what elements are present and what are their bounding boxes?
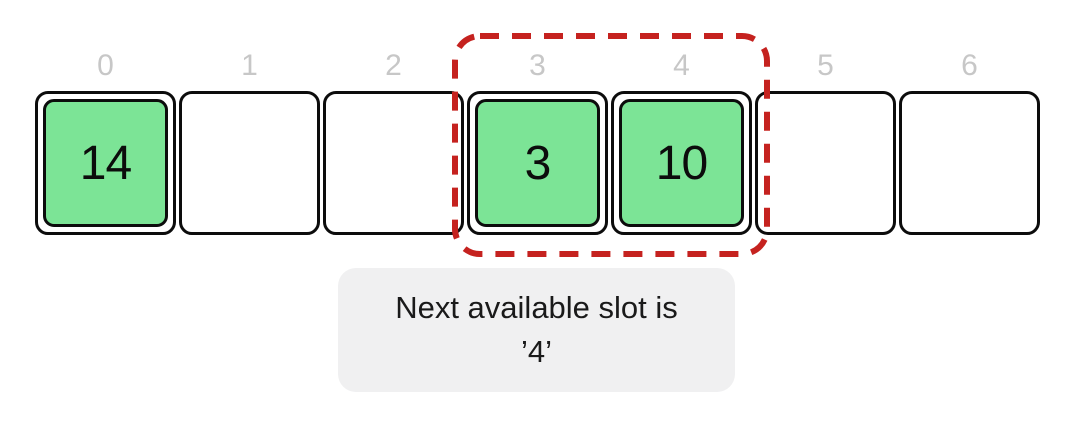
caption-line-1: Next available slot is: [395, 290, 678, 325]
slot-3-value-box: 3: [475, 99, 600, 227]
slot-0: 0 14: [35, 0, 176, 423]
slot-6-cell: [899, 91, 1040, 235]
slot-3-value: 3: [524, 136, 552, 190]
slot-0-cell: 14: [35, 91, 176, 235]
slot-3-index-label: 3: [529, 49, 546, 82]
slot-1: 1: [179, 0, 320, 423]
slot-4-value: 10: [655, 136, 708, 190]
slot-5-cell: [755, 91, 896, 235]
slot-4-index-label: 4: [673, 49, 690, 82]
slot-5: 5: [755, 0, 896, 423]
slot-1-index-label: 1: [241, 49, 258, 82]
slot-4-value-box: 10: [619, 99, 744, 227]
caption-line-2: ’4’: [520, 334, 552, 369]
slot-6: 6: [899, 0, 1040, 423]
slot-2-cell: [323, 91, 464, 235]
slot-4-cell: 10: [611, 91, 752, 235]
slot-5-index-label: 5: [817, 49, 834, 82]
slot-6-index-label: 6: [961, 49, 978, 82]
slot-2-index-label: 2: [385, 49, 402, 82]
caption-box: Next available slot is ’4’: [338, 268, 735, 392]
slot-3-cell: 3: [467, 91, 608, 235]
slot-1-cell: [179, 91, 320, 235]
slot-0-value: 14: [79, 136, 132, 190]
slot-0-index-label: 0: [97, 49, 114, 82]
slot-0-value-box: 14: [43, 99, 168, 227]
